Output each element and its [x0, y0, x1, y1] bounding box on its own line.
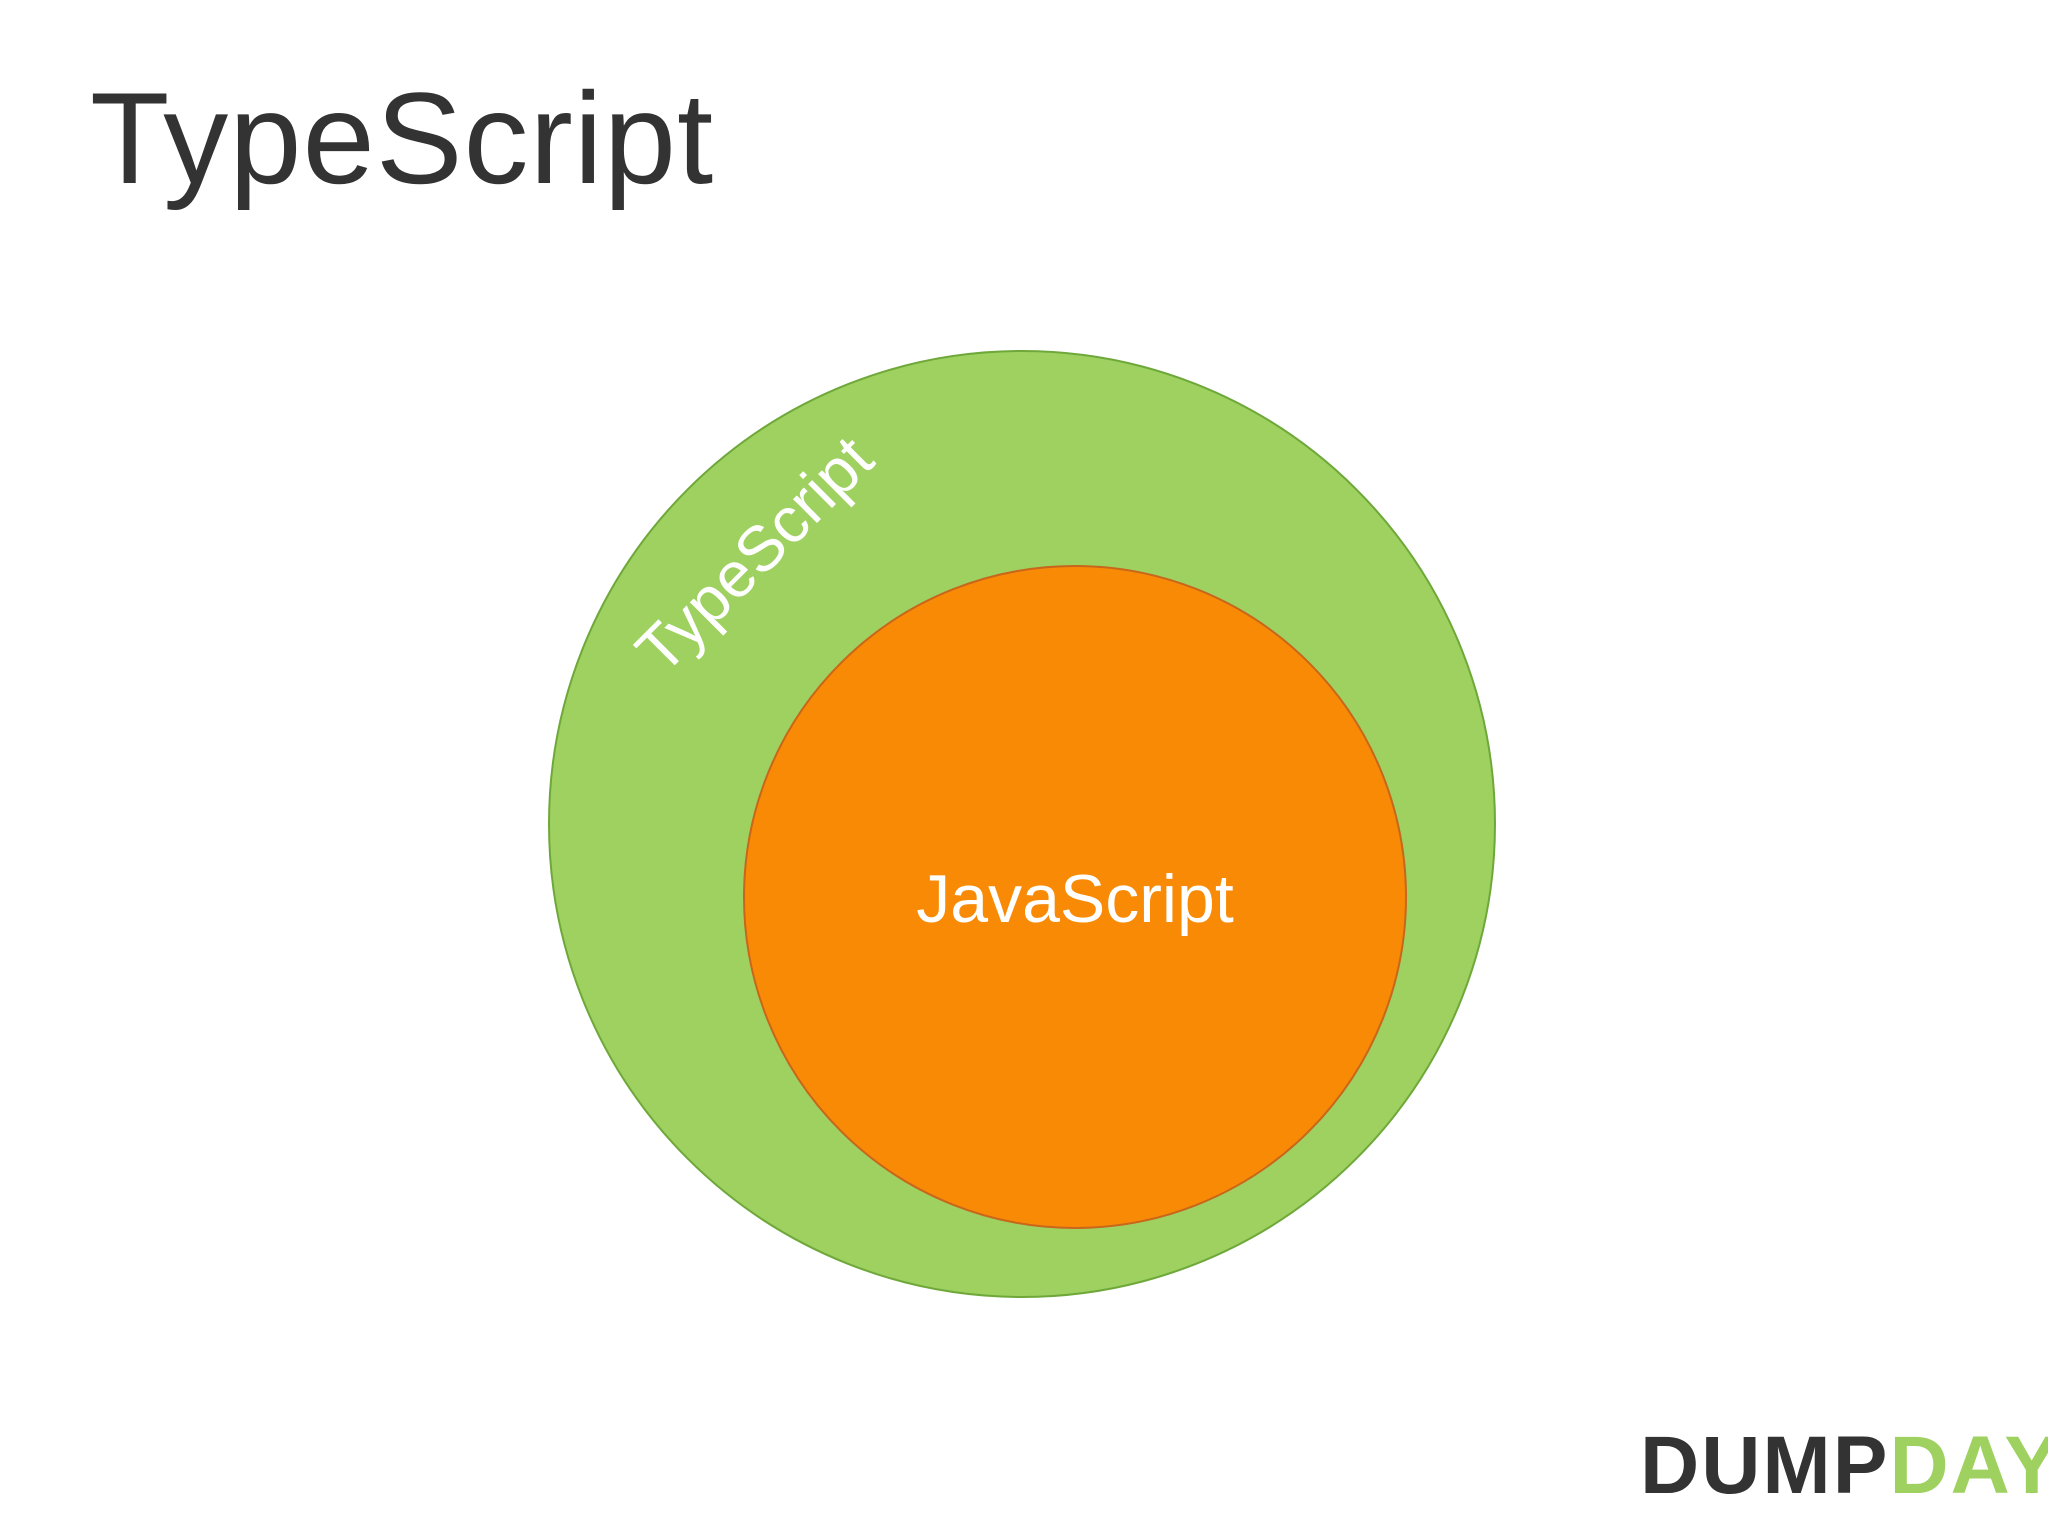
- javascript-circle: [743, 565, 1407, 1229]
- logo-dump-text: DUMP: [1640, 1420, 1890, 1511]
- logo-day-text: DAY: [1889, 1420, 2048, 1511]
- slide-title: TypeScript: [90, 65, 715, 211]
- javascript-circle-label: JavaScript: [916, 861, 1234, 937]
- dumpday-logo: DUMPDAY: [1640, 1425, 2048, 1507]
